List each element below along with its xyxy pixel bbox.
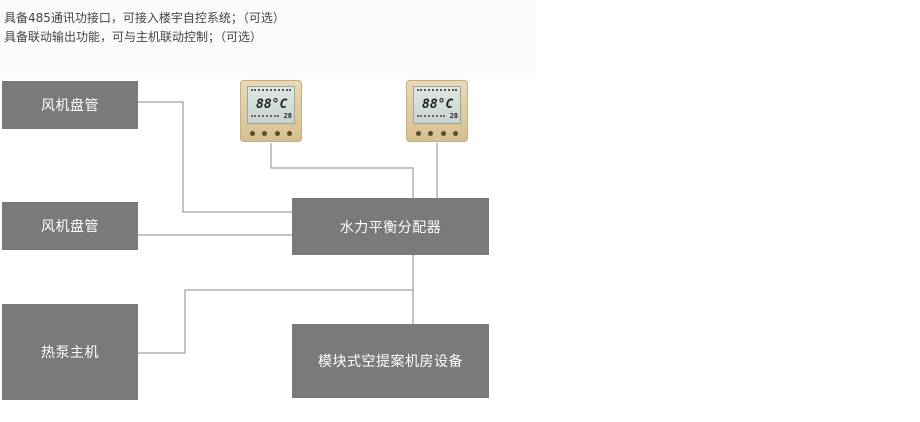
thermostat-display: 88°C xyxy=(422,97,454,112)
connector-heat-pump xyxy=(138,289,413,354)
distributor-box: 水力平衡分配器 xyxy=(292,198,489,255)
connector-fan-coil-1 xyxy=(138,101,292,213)
intro-line-1: 具备485通讯功接口，可接入楼宇自控系统；（可选） xyxy=(4,11,285,25)
intro-panel: 具备485通讯功接口，可接入楼宇自控系统；（可选） 具备联动输出功能，可与主机联… xyxy=(0,0,536,78)
heat-pump-box: 热泵主机 xyxy=(2,304,138,400)
thermostat-small-value: 28 xyxy=(283,112,292,120)
intro-line-2: 具备联动输出功能，可与主机联动控制；（可选） xyxy=(4,30,263,44)
thermostat-buttons xyxy=(416,131,458,137)
fan-coil-box-2: 风机盘管 xyxy=(2,202,138,250)
thermostat-buttons xyxy=(250,131,292,137)
module-equipment-box: 模块式空提案机房设备 xyxy=(292,324,489,398)
connector-thermostat-1 xyxy=(270,143,414,198)
thermostat-small-value: 28 xyxy=(449,112,458,120)
thermostat-screen: 88°C 28 xyxy=(247,86,295,124)
thermostat-1: 88°C 28 xyxy=(240,80,302,142)
fan-coil-box-1: 风机盘管 xyxy=(2,81,138,129)
thermostat-screen: 88°C 28 xyxy=(413,86,461,124)
thermostat-display: 88°C xyxy=(256,97,288,112)
thermostat-2: 88°C 28 xyxy=(406,80,468,142)
